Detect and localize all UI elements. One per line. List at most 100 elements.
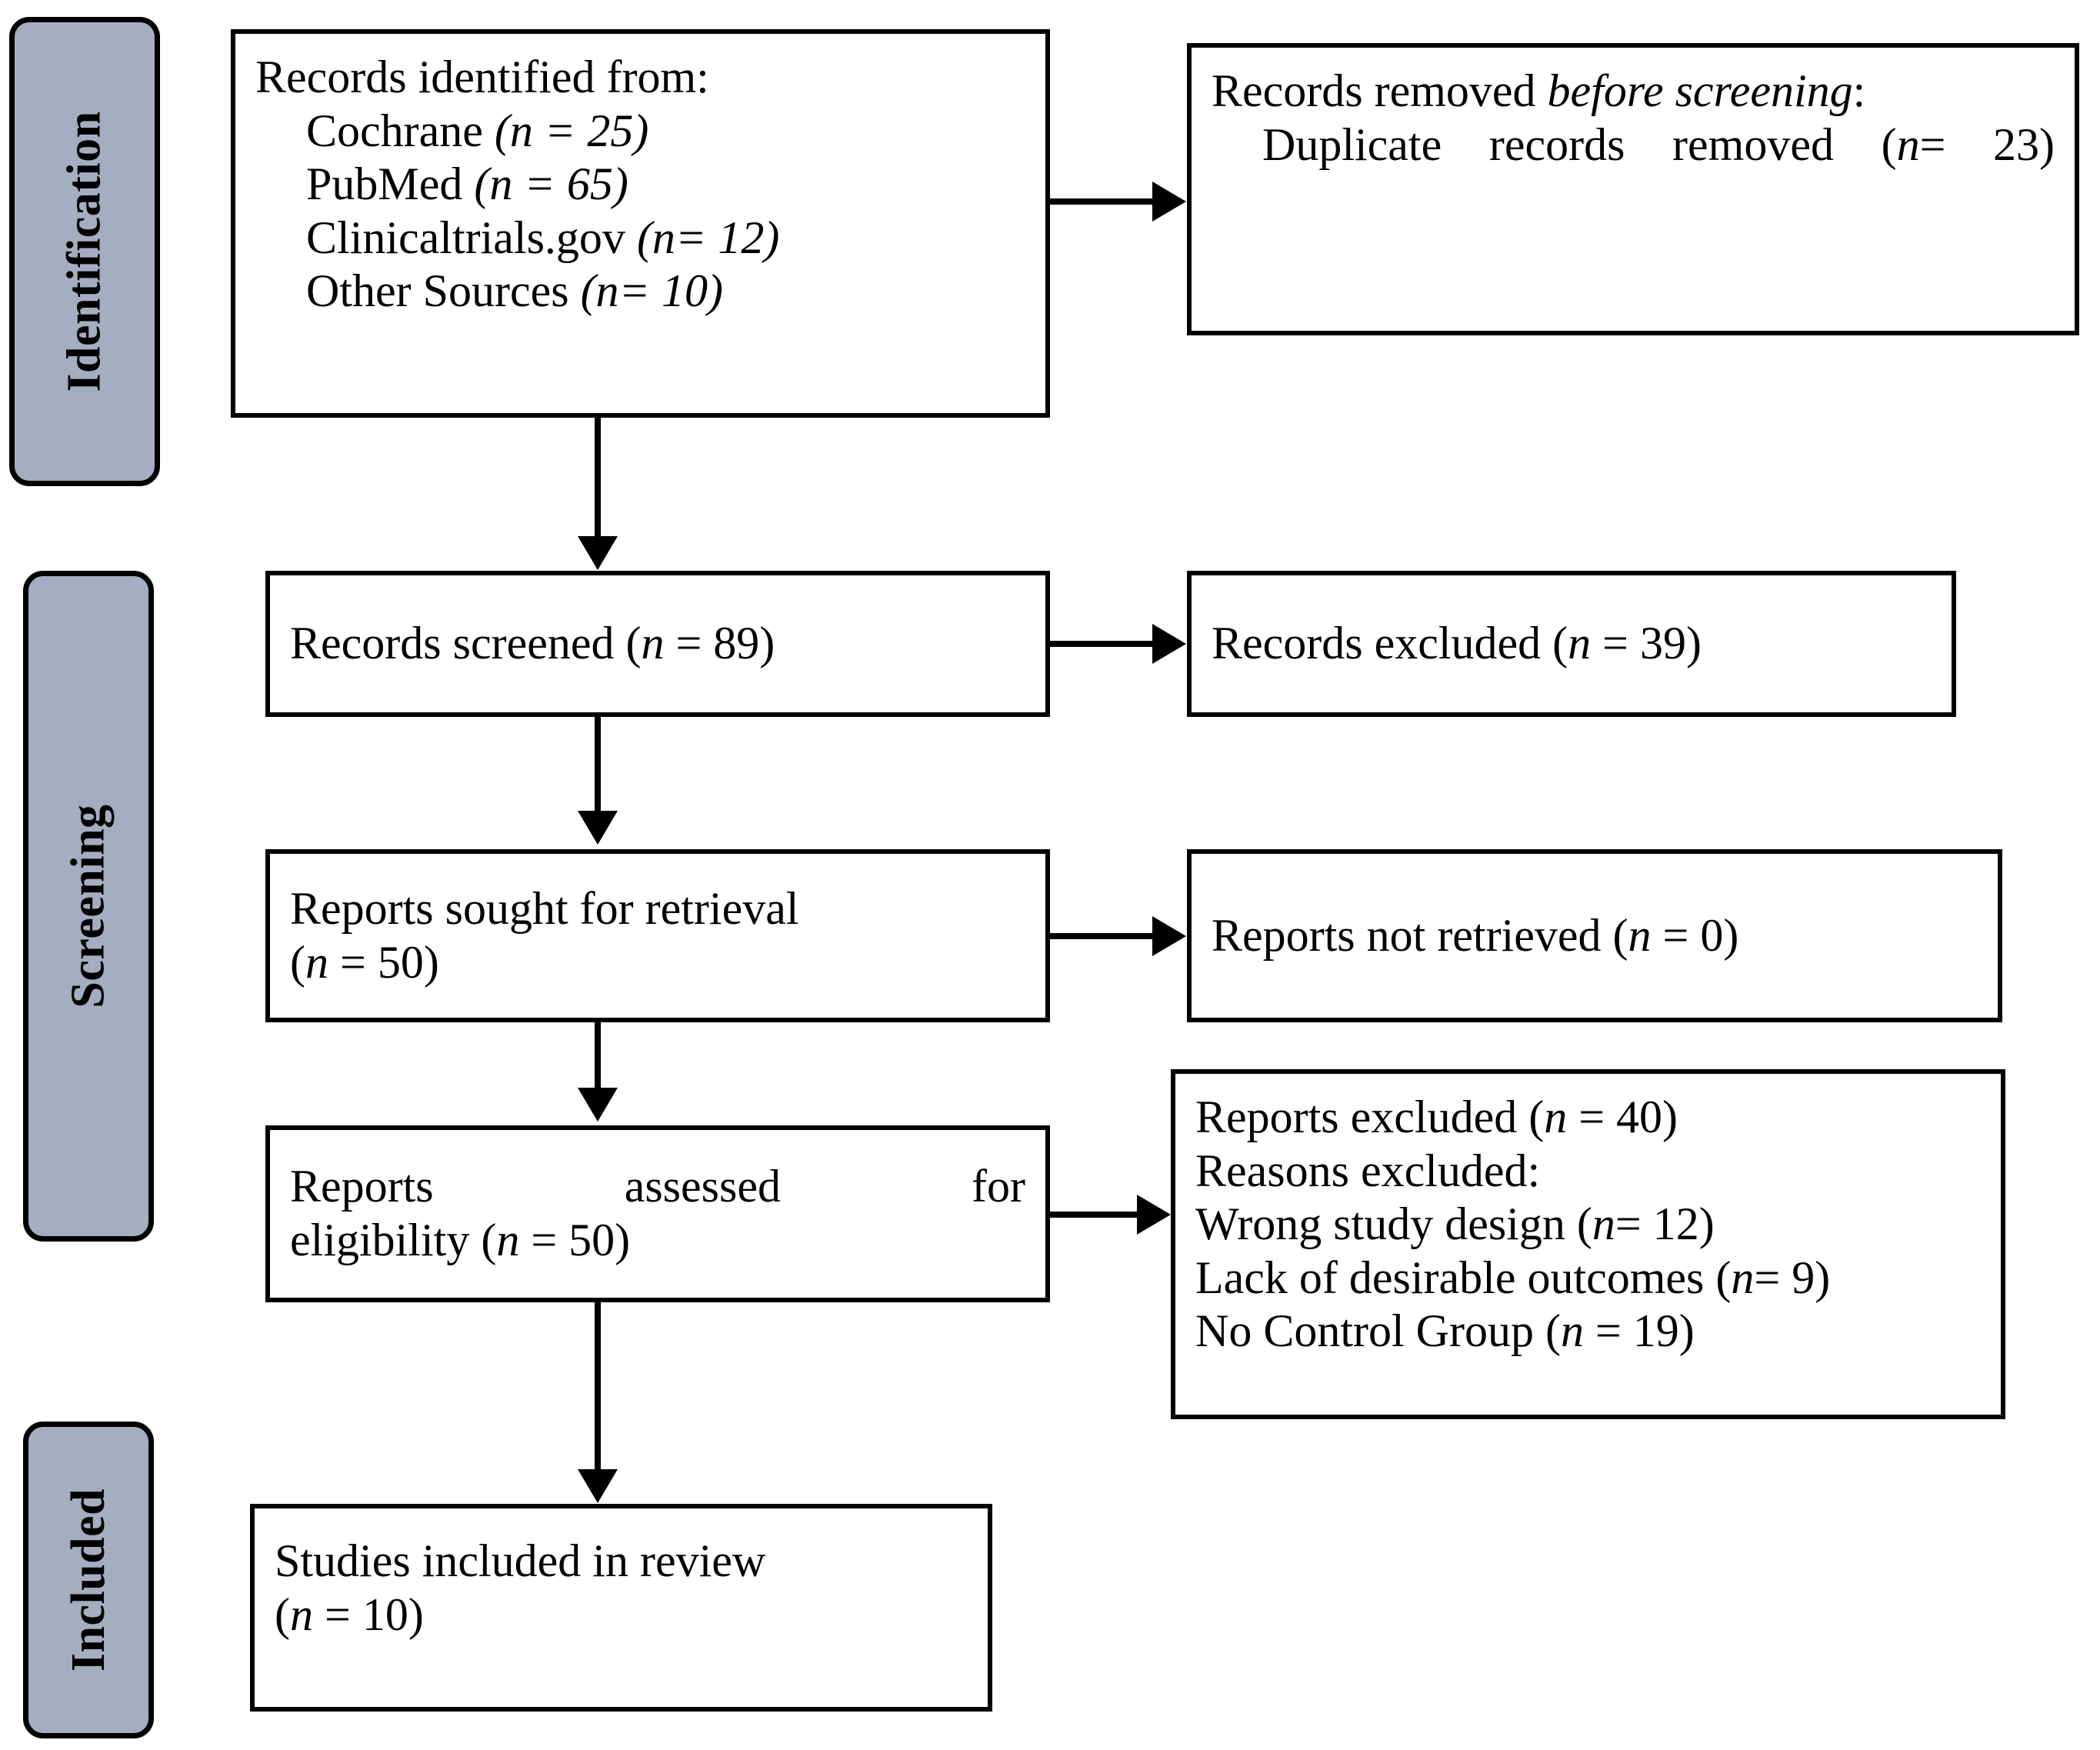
arrowhead-identified-to-screened [578,536,618,570]
reports-not-retrieved-label: Reports not retrieved (n = 0) [1212,909,1738,963]
reports-sought-n-var: n [305,936,328,988]
source-name-other: Other Sources [306,265,569,317]
reports-not-retrieved-n-tail: = 0) [1651,909,1739,961]
box-reports-not-retrieved: Reports not retrieved (n = 0) [1187,849,2002,1022]
source-name-pubmed: PubMed [306,158,463,210]
box-reports-sought: Reports sought for retrieval (n = 50) [265,849,1050,1022]
reports-sought-line1: Reports sought for retrieval [290,882,799,934]
source-line-clinicaltrials: Clinicaltrials.gov (n= 12) [255,212,1025,265]
box-records-removed-text: Records removed before screening: Duplic… [1212,65,2055,172]
box-records-screened: Records screened (n = 89) [265,571,1050,717]
records-removed-heading-plain: Records removed [1212,65,1548,116]
records-excluded-label: Records excluded (n = 39) [1212,617,1702,671]
box-reports-assessed: Reports assessed for eligibility (n = 50… [265,1125,1050,1302]
records-excluded-label-prefix: Records excluded ( [1212,618,1568,669]
records-screened-label-prefix: Records screened ( [290,618,642,669]
reason-wrong-study-design-n-var: n [1592,1198,1615,1250]
connector-sought-to-not-retrieved [1050,933,1154,939]
records-screened-n-var: n [641,618,665,669]
box-records-excluded: Records excluded (n = 39) [1187,571,1956,717]
records-removed-heading-tail: : [1852,65,1866,116]
phase-label-screening-text: Screening [62,804,115,1008]
reports-excluded-line1-prefix: Reports excluded ( [1195,1092,1545,1142]
reports-sought-line2: (n = 50) [290,936,799,990]
box-reports-excluded-text: Reports excluded (n = 40) Reasons exclud… [1195,1091,1981,1358]
box-reports-not-retrieved-text: Reports not retrieved (n = 0) [1212,909,1738,963]
reports-assessed-line2-prefix: eligibility ( [290,1215,497,1265]
reason-lack-desirable-outcomes-n-var: n [1731,1252,1755,1303]
records-removed-detail-n: n [1896,118,1920,170]
box-records-excluded-text: Records excluded (n = 39) [1212,617,1702,671]
box-records-identified-text: Records identified from: Cochrane (n = 2… [255,51,1025,318]
arrowhead-screened-to-sought [578,811,618,845]
phase-label-included: Included [23,1422,154,1738]
connector-assessed-to-reports-excluded [1050,1212,1138,1218]
connector-screened-to-excluded [1050,641,1154,647]
reports-excluded-line1-suffix: = 40) [1567,1092,1678,1142]
reports-excluded-n-var: n [1544,1092,1568,1142]
reports-sought-line2-prefix: ( [290,936,305,988]
box-reports-excluded: Reports excluded (n = 40) Reasons exclud… [1171,1069,2005,1419]
reason-lack-desirable-outcomes-prefix: Lack of desirable outcomes ( [1195,1252,1732,1303]
source-count-cochrane: (n = 25) [494,105,649,156]
reason-no-control-group: No Control Group (n = 19) [1195,1305,1981,1358]
reports-sought-line2-suffix: = 50) [328,936,439,988]
source-line-pubmed: PubMed (n = 65) [255,158,1025,212]
connector-identified-to-removed [1050,198,1154,205]
records-excluded-n-var: n [1568,618,1592,669]
records-identified-heading: Records identified from: [255,52,709,102]
reason-no-control-group-suffix: = 19) [1583,1305,1695,1357]
reason-lack-desirable-outcomes-suffix: = 9) [1754,1252,1831,1303]
reason-lack-desirable-outcomes: Lack of desirable outcomes (n= 9) [1195,1252,1981,1305]
arrowhead-identified-to-removed [1152,182,1186,222]
reports-assessed-line2: eligibility (n = 50) [290,1214,1025,1268]
box-reports-sought-text: Reports sought for retrieval (n = 50) [290,882,799,989]
phase-label-identification-text: Identification [58,111,112,392]
source-count-other: (n= 10) [580,265,724,317]
box-studies-included: Studies included in review (n = 10) [250,1504,992,1712]
box-records-identified: Records identified from: Cochrane (n = 2… [231,29,1050,418]
connector-identified-to-screened [595,418,601,541]
reason-no-control-group-prefix: No Control Group ( [1195,1305,1561,1357]
source-line-cochrane: Cochrane (n = 25) [255,105,1025,158]
phase-label-screening: Screening [23,571,154,1242]
connector-sought-to-assessed [595,1022,601,1090]
arrowhead-sought-to-assessed [578,1088,618,1122]
reason-wrong-study-design-prefix: Wrong study design ( [1195,1198,1592,1250]
box-records-screened-text: Records screened (n = 89) [290,617,775,671]
source-name-cochrane: Cochrane [306,105,483,156]
reports-excluded-line2: Reasons excluded: [1195,1145,1541,1196]
records-removed-detail-prefix: Duplicate records removed ( [1262,118,1897,170]
studies-included-n-var: n [289,1588,313,1640]
arrowhead-sought-to-not-retrieved [1152,916,1186,956]
box-studies-included-text: Studies included in review (n = 10) [275,1535,968,1642]
records-removed-heading: Records removed before screening: [1212,65,2055,118]
records-removed-detail: Duplicate records removed (n= 23) [1212,118,2055,172]
reports-assessed-n-var: n [496,1215,520,1265]
studies-included-line1: Studies included in review [275,1535,766,1586]
box-reports-assessed-text: Reports assessed for eligibility (n = 50… [290,1160,1025,1267]
arrowhead-screened-to-excluded [1152,624,1186,664]
source-name-clinicaltrials: Clinicaltrials.gov [306,212,625,263]
reason-no-control-group-n-var: n [1560,1305,1584,1357]
records-removed-detail-suffix: = 23) [1919,118,2055,170]
reason-wrong-study-design-suffix: = 12) [1615,1198,1715,1250]
records-excluded-n-tail: = 39) [1591,618,1702,669]
source-line-other: Other Sources (n= 10) [255,265,1025,318]
arrowhead-assessed-to-reports-excluded [1137,1195,1171,1235]
arrowhead-assessed-to-included [578,1469,618,1503]
connector-assessed-to-included [595,1302,601,1472]
studies-included-line2-prefix: ( [275,1588,290,1640]
records-screened-n-tail: = 89) [664,618,775,669]
reports-assessed-line1: Reports assessed for [290,1161,1025,1212]
source-count-clinicaltrials: (n= 12) [636,212,780,263]
reports-not-retrieved-label-prefix: Reports not retrieved ( [1212,909,1628,961]
studies-included-line2-suffix: = 10) [312,1588,424,1640]
phase-label-included-text: Included [62,1488,115,1672]
connector-screened-to-sought [595,717,601,813]
reports-excluded-line1: Reports excluded (n = 40) [1195,1091,1981,1145]
reports-not-retrieved-n-var: n [1628,909,1652,961]
records-screened-label: Records screened (n = 89) [290,617,775,671]
records-removed-heading-italic: before screening [1547,65,1853,116]
